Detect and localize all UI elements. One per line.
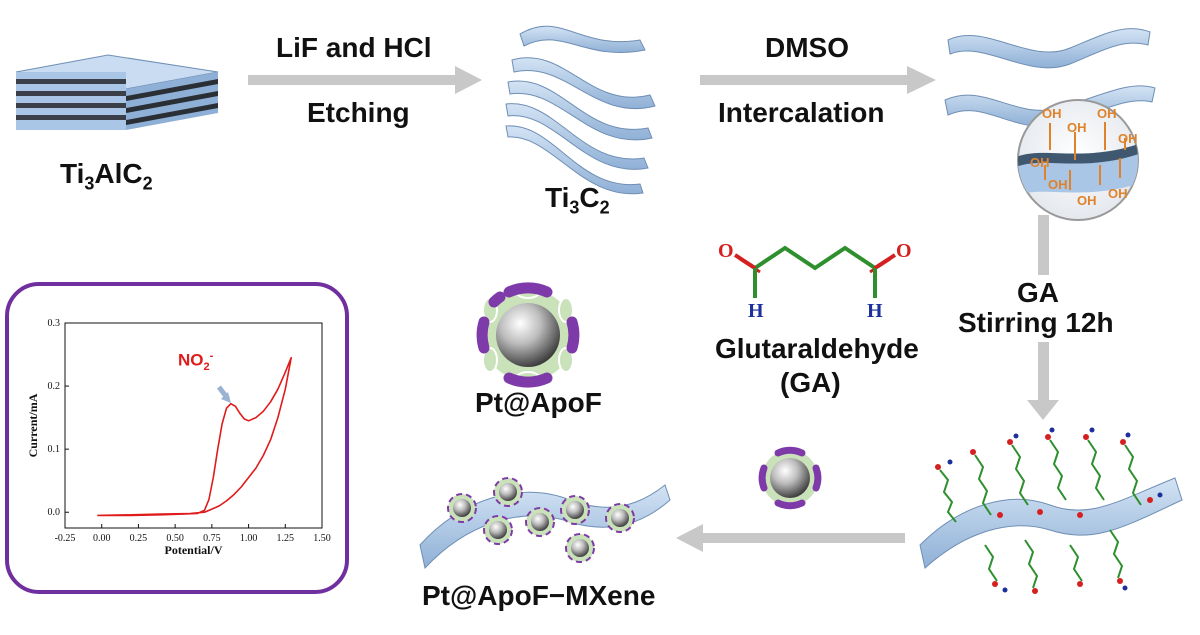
step1-reagent-label: LiF and HCl: [276, 32, 432, 63]
x-tick-label: 1.25: [277, 533, 295, 544]
pt-apof-product-particle-icon: [605, 503, 635, 533]
ti3c2-sheets-icon: [505, 25, 656, 195]
pt-apof-small-icon: [758, 446, 822, 510]
oh-label: OH: [1097, 106, 1117, 121]
oxygen-atom-label: O: [896, 240, 912, 262]
arrow-loading: [676, 524, 905, 552]
x-tick-label: 1.00: [240, 533, 258, 544]
hydrogen-atom-label: H: [748, 300, 764, 322]
y-tick-label: 0.3: [48, 318, 61, 329]
ga-abbrev-label: (GA): [780, 367, 841, 398]
oh-label: OH: [1048, 177, 1068, 192]
glutaraldehyde-label: Glutaraldehyde: [715, 333, 919, 364]
ti3alc2-block-icon: [15, 54, 219, 130]
oh-label: OH: [1067, 120, 1087, 135]
pt-apof-mxene-label: Pt@ApoF−MXene: [422, 580, 656, 611]
ti3c2-label: Ti3C2: [545, 182, 610, 218]
oh-label: OH: [1118, 131, 1138, 146]
oh-label: OH: [1042, 106, 1062, 121]
step2-reagent-label: DMSO: [765, 32, 849, 63]
x-tick-label: 0.50: [166, 533, 184, 544]
pt-apof-label: Pt@ApoF: [475, 387, 602, 418]
pt-apof-product-particle-icon: [483, 515, 513, 545]
pt-apof-product-particle-icon: [447, 493, 477, 523]
pt-apof-product-particle-icon: [493, 477, 523, 507]
y-tick-label: 0.2: [48, 381, 61, 392]
pt-apof-product-particle-icon: [525, 507, 555, 537]
annotation-arrow-icon: [216, 385, 231, 403]
no2-annotation-label: NO2-: [178, 350, 214, 374]
x-axis-label: Potential/V: [165, 543, 223, 557]
step1-process-label: Etching: [307, 97, 410, 128]
cv-plot-area: [64, 322, 323, 529]
y-tick-label: 0.1: [48, 444, 61, 455]
y-axis-label: Current/mA: [26, 393, 40, 457]
x-tick-label: 0.00: [93, 533, 111, 544]
x-tick-label: -0.25: [55, 533, 76, 544]
x-tick-label: 0.25: [130, 533, 148, 544]
hydrogen-atom-label: H: [867, 300, 883, 322]
surface-oh-zoom: [1017, 99, 1139, 221]
step2-process-label: Intercalation: [718, 97, 885, 128]
x-tick-label: 0.75: [203, 533, 221, 544]
arrow-intercalation: [700, 66, 936, 94]
cv-plot-frame: [5, 282, 349, 594]
cv-chart: -0.25 0.00 0.25 0.50 0.75 1.00 1.25 1.50 0.0 0.1 0…: [26, 318, 331, 557]
pt-apof-product-particle-icon: [565, 533, 595, 563]
pt-apof-mxene-icon: [419, 477, 671, 570]
glutaraldehyde-structure: [733, 245, 897, 298]
pt-apof-particle-icon: [476, 282, 580, 388]
oh-label: OH: [1077, 193, 1097, 208]
ti3alc2-label: Ti3AlC2: [60, 158, 153, 194]
ga-functionalized-mxene-icon: [919, 427, 1183, 594]
x-tick-label: 1.50: [313, 533, 331, 544]
oh-label: OH: [1030, 155, 1050, 170]
delaminated-mxene-icon: [944, 28, 1156, 127]
oxygen-atom-label: O: [718, 240, 734, 262]
pt-apof-product-particle-icon: [560, 495, 590, 525]
cv-curve: [97, 356, 293, 517]
step3-process-label: Stirring 12h: [958, 307, 1114, 338]
arrow-ga-stirring: [1027, 215, 1059, 420]
arrow-etching: [248, 66, 482, 94]
oh-label: OH: [1108, 186, 1128, 201]
step3-reagent-label: GA: [1017, 277, 1059, 308]
y-tick-label: 0.0: [48, 507, 61, 518]
